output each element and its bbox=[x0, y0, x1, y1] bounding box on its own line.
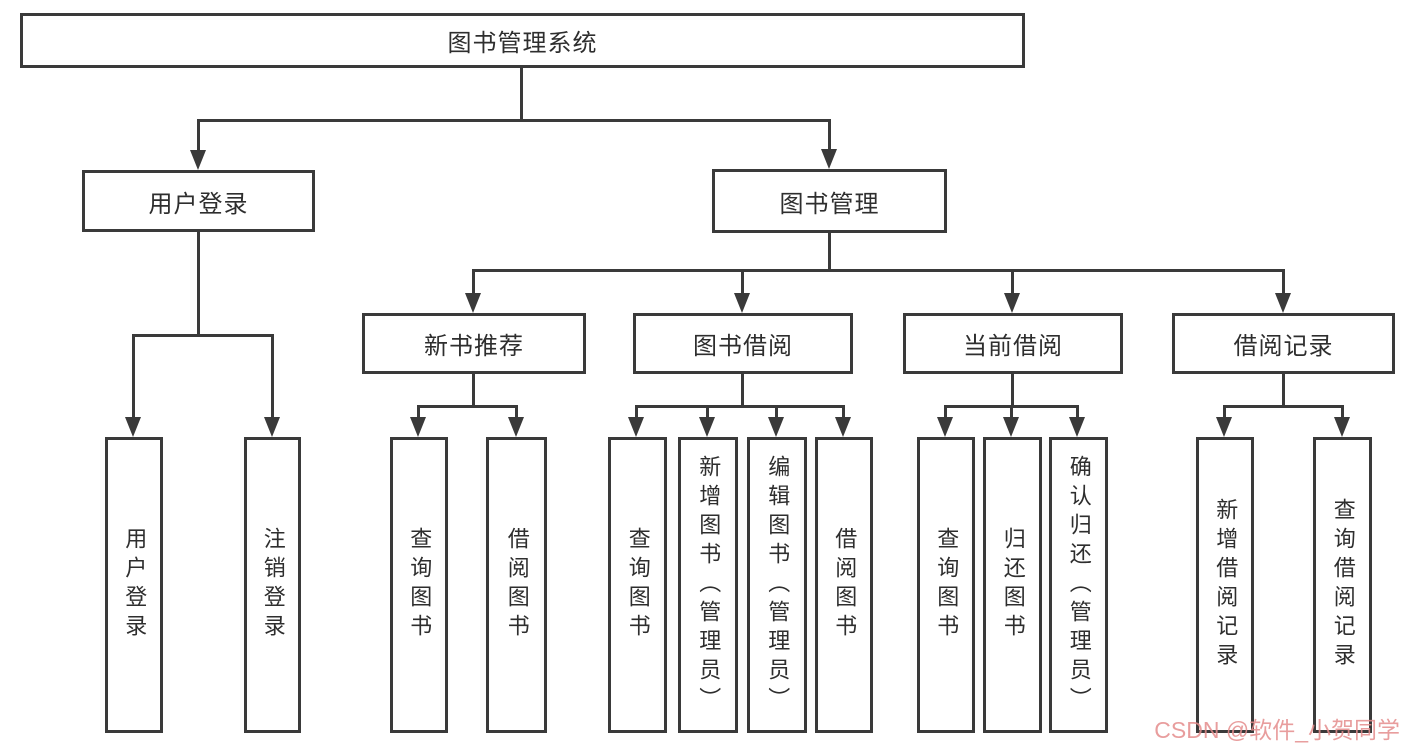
leaf-user-login: 用户登录 bbox=[105, 437, 163, 733]
leaf-query-books-borrow: 查询图书 bbox=[608, 437, 667, 733]
connector-hline bbox=[472, 269, 1285, 272]
leaf-add-borrow-record: 新增借阅记录 bbox=[1196, 437, 1254, 733]
leaf-borrow-books: 借阅图书 bbox=[815, 437, 873, 733]
leaf-query-books-borrow-label: 查询图书 bbox=[625, 527, 651, 643]
arrow-down-icon bbox=[734, 293, 750, 313]
node-new-book-recommend-label: 新书推荐 bbox=[424, 333, 524, 360]
arrow-down-icon bbox=[835, 417, 851, 437]
connector-hline bbox=[1223, 405, 1344, 408]
leaf-add-borrow-record-label: 新增借阅记录 bbox=[1213, 498, 1239, 672]
node-user-login-label: 用户登录 bbox=[148, 190, 249, 218]
connector-vline bbox=[1341, 405, 1344, 421]
connector-hline bbox=[635, 405, 845, 408]
node-borrow-records: 借阅记录 bbox=[1172, 313, 1395, 374]
leaf-confirm-return-admin: 确认归还（管理员） bbox=[1049, 437, 1108, 733]
node-current-borrow-label: 当前借阅 bbox=[963, 333, 1063, 360]
connector-vline bbox=[1282, 374, 1285, 408]
node-new-book-recommend: 新书推荐 bbox=[362, 313, 586, 374]
connector-vline bbox=[1282, 269, 1285, 297]
leaf-return-books: 归还图书 bbox=[983, 437, 1042, 733]
node-library-system-label: 图书管理系统 bbox=[447, 30, 598, 57]
connector-vline bbox=[472, 374, 475, 408]
leaf-borrow-books-recommend: 借阅图书 bbox=[486, 437, 547, 733]
connector-vline bbox=[1076, 405, 1079, 421]
arrow-down-icon bbox=[699, 417, 715, 437]
arrow-down-icon bbox=[1003, 417, 1019, 437]
arrow-down-icon bbox=[1216, 417, 1232, 437]
node-book-borrow-label: 图书借阅 bbox=[693, 333, 793, 360]
leaf-edit-book-admin: 编辑图书（管理员） bbox=[747, 437, 807, 733]
arrow-down-icon bbox=[768, 417, 784, 437]
leaf-borrow-books-label: 借阅图书 bbox=[832, 527, 858, 643]
node-book-management-label: 图书管理 bbox=[779, 190, 880, 218]
connector-vline bbox=[635, 405, 638, 421]
arrow-down-icon bbox=[1275, 293, 1291, 313]
connector-vline bbox=[741, 269, 744, 297]
arrow-down-icon bbox=[508, 417, 524, 437]
connector-vline bbox=[706, 405, 709, 421]
leaf-query-books-current-label: 查询图书 bbox=[934, 527, 960, 643]
node-book-borrow: 图书借阅 bbox=[633, 313, 853, 374]
leaf-query-books-current: 查询图书 bbox=[917, 437, 975, 733]
connector-vline bbox=[1223, 405, 1226, 421]
node-book-management: 图书管理 bbox=[712, 169, 947, 233]
connector-vline bbox=[515, 405, 518, 421]
connector-vline bbox=[520, 68, 523, 121]
connector-hline bbox=[197, 119, 831, 122]
leaf-borrow-books-recommend-label: 借阅图书 bbox=[504, 527, 530, 643]
arrow-down-icon bbox=[628, 417, 644, 437]
arrow-down-icon bbox=[1069, 417, 1085, 437]
arrow-down-icon bbox=[264, 417, 280, 437]
node-user-login: 用户登录 bbox=[82, 170, 315, 232]
connector-vline bbox=[1011, 374, 1014, 408]
leaf-add-book-admin-label: 新增图书（管理员） bbox=[696, 454, 722, 716]
arrow-down-icon bbox=[190, 150, 206, 170]
arrow-down-icon bbox=[125, 417, 141, 437]
connector-hline bbox=[132, 334, 274, 337]
connector-vline bbox=[132, 334, 135, 422]
connector-vline bbox=[417, 405, 420, 421]
leaf-edit-book-admin-label: 编辑图书（管理员） bbox=[765, 454, 791, 716]
leaf-add-book-admin: 新增图书（管理员） bbox=[678, 437, 738, 733]
connector-vline bbox=[944, 405, 947, 421]
connector-vline bbox=[271, 334, 274, 422]
arrow-down-icon bbox=[465, 293, 481, 313]
leaf-query-borrow-record-label: 查询借阅记录 bbox=[1330, 498, 1356, 672]
connector-vline bbox=[197, 232, 200, 337]
connector-vline bbox=[1010, 405, 1013, 421]
leaf-logout-login-label: 注销登录 bbox=[260, 527, 286, 643]
arrow-down-icon bbox=[937, 417, 953, 437]
connector-vline bbox=[828, 233, 831, 272]
leaf-user-login-label: 用户登录 bbox=[122, 527, 148, 643]
connector-vline bbox=[1011, 269, 1014, 297]
leaf-query-borrow-record: 查询借阅记录 bbox=[1313, 437, 1372, 733]
connector-vline bbox=[828, 119, 831, 153]
arrow-down-icon bbox=[410, 417, 426, 437]
arrow-down-icon bbox=[1334, 417, 1350, 437]
connector-hline bbox=[417, 405, 518, 408]
leaf-logout-login: 注销登录 bbox=[244, 437, 301, 733]
connector-vline bbox=[741, 374, 744, 408]
leaf-query-books-recommend-label: 查询图书 bbox=[407, 527, 433, 643]
node-library-system: 图书管理系统 bbox=[20, 13, 1025, 68]
connector-vline bbox=[775, 405, 778, 421]
arrow-down-icon bbox=[821, 149, 837, 169]
connector-vline bbox=[197, 119, 200, 154]
leaf-confirm-return-admin-label: 确认归还（管理员） bbox=[1066, 454, 1092, 716]
leaf-query-books-recommend: 查询图书 bbox=[390, 437, 448, 733]
csdn-watermark: CSDN @软件_小贺同学 bbox=[1154, 717, 1400, 743]
connector-vline bbox=[842, 405, 845, 421]
arrow-down-icon bbox=[1004, 293, 1020, 313]
node-borrow-records-label: 借阅记录 bbox=[1233, 333, 1334, 360]
leaf-return-books-label: 归还图书 bbox=[1000, 527, 1026, 643]
connector-vline bbox=[472, 269, 475, 297]
node-current-borrow: 当前借阅 bbox=[903, 313, 1123, 374]
